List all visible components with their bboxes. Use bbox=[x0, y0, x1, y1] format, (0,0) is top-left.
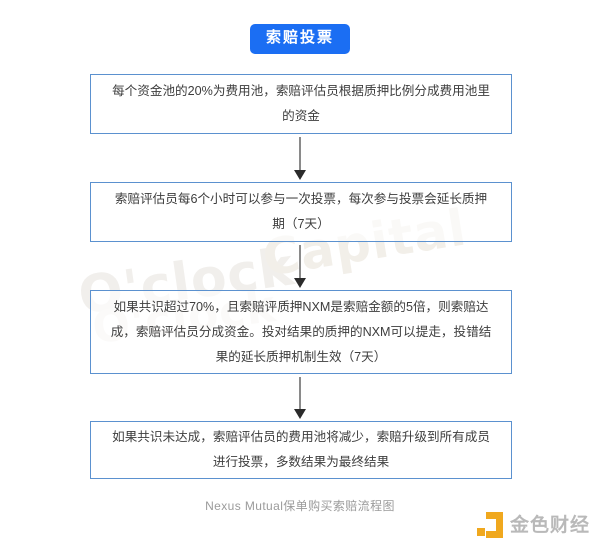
flow-arrow-3-to-4 bbox=[294, 377, 306, 419]
page-title: 索赔投票 bbox=[0, 24, 600, 54]
flow-step-2-text: 索赔评估员每6个小时可以参与一次投票，每次参与投票会延长质押期（7天） bbox=[114, 192, 488, 231]
title-badge: 索赔投票 bbox=[249, 24, 350, 54]
site-logo: 金色财经 bbox=[476, 508, 590, 542]
flow-arrow-1-to-2 bbox=[294, 137, 306, 180]
figure-caption: Nexus Mutual保单购买索赔流程图 bbox=[205, 499, 395, 513]
flow-step-4-text: 如果共识未达成，索赔评估员的费用池将减少，索赔升级到所有成员进行投票，多数结果为… bbox=[112, 430, 490, 469]
flow-step-3-text: 如果共识超过70%，且索赔评质押NXM是索赔金额的5倍，则索赔达成，索赔评估员分… bbox=[110, 299, 492, 364]
jinse-caijing-logo-icon bbox=[476, 512, 503, 538]
site-logo-text: 金色财经 bbox=[509, 514, 590, 536]
flow-step-4: 如果共识未达成，索赔评估员的费用池将减少，索赔升级到所有成员进行投票，多数结果为… bbox=[90, 421, 512, 479]
flow-arrow-2-to-3 bbox=[294, 245, 306, 288]
flow-step-1-text: 每个资金池的20%为费用池，索赔评估员根据质押比例分成费用池里的资金 bbox=[112, 84, 490, 123]
flow-step-1: 每个资金池的20%为费用池，索赔评估员根据质押比例分成费用池里的资金 bbox=[90, 74, 512, 134]
flow-step-2: 索赔评估员每6个小时可以参与一次投票，每次参与投票会延长质押期（7天） bbox=[90, 182, 512, 242]
flow-step-3: 如果共识超过70%，且索赔评质押NXM是索赔金额的5倍，则索赔达成，索赔评估员分… bbox=[90, 290, 512, 374]
